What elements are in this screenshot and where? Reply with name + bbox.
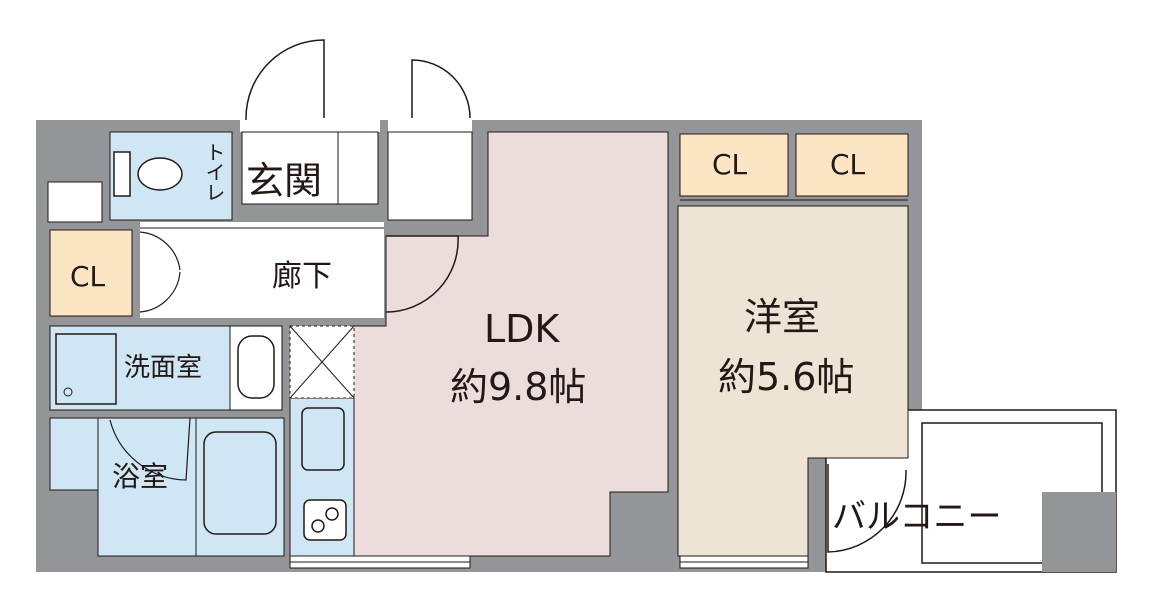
vanity-basin-icon <box>237 335 275 399</box>
western-room-size-label: 約5.6帖 <box>718 355 854 399</box>
closet-top-1-label: CL <box>712 148 748 181</box>
entrance-door-zone <box>240 118 380 132</box>
closet-left-label: CL <box>70 260 106 293</box>
washing-machine-space <box>55 333 117 405</box>
toilet-label: トイレ <box>202 142 226 202</box>
bathroom-shelf <box>49 417 99 491</box>
shoe-cabinet <box>337 131 379 205</box>
entrance-storage-door <box>411 59 471 119</box>
balcony-label: バルコニー <box>832 497 1001 537</box>
bathroom-label: 浴室 <box>112 460 168 493</box>
ldk-size-label: 約9.8帖 <box>450 365 586 409</box>
hallway-label: 廊下 <box>272 259 332 294</box>
western-room-label: 洋室 <box>744 295 820 339</box>
closet-left-door <box>139 231 181 313</box>
storage-box <box>47 181 103 223</box>
ldk-label: LDK <box>484 307 560 351</box>
bathroom-door <box>109 417 191 481</box>
entrance-door-zone-2 <box>388 118 472 132</box>
closet-top-1 <box>679 133 789 197</box>
western-room <box>677 205 909 557</box>
entrance-room <box>241 131 339 205</box>
toilet-icon <box>113 151 183 197</box>
balcony-door <box>827 464 907 553</box>
drain-icon <box>63 387 73 397</box>
balcony-wall-right <box>1042 492 1116 572</box>
washroom-label: 洗面室 <box>124 353 202 383</box>
hallway-room <box>140 222 384 318</box>
entrance-door <box>245 39 325 120</box>
entrance-label: 玄関 <box>246 159 322 203</box>
closet-top-2-label: CL <box>830 148 866 181</box>
closet-left <box>49 229 133 317</box>
sink-icon <box>301 407 345 471</box>
closet-top-2 <box>795 133 909 197</box>
entrance-storage <box>387 131 473 221</box>
fridge-space <box>289 325 355 399</box>
stove-icon <box>303 499 347 541</box>
bathtub-inner <box>203 431 277 535</box>
ldk-door <box>385 235 459 313</box>
